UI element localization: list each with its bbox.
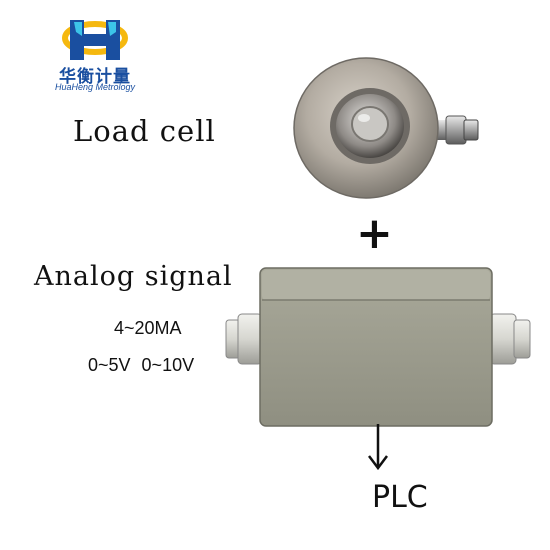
plus-sign: + [356, 208, 393, 259]
logo-chinese-name: 华衡计量 [59, 67, 131, 87]
plc-label: PLC [372, 480, 428, 515]
load-cell-photo [293, 57, 479, 199]
junction-box-photo [225, 267, 531, 427]
load-cell-label: Load cell [73, 114, 216, 148]
current-range-label: 4~20MA [114, 318, 182, 338]
down-arrow-icon [368, 424, 388, 471]
huaheng-logo-icon [62, 20, 128, 60]
voltage-range-label: 0~5V 0~10V [88, 355, 195, 375]
analog-signal-label: Analog signal [34, 261, 233, 292]
logo-english-name: HuaHeng Metrology [54, 82, 136, 92]
